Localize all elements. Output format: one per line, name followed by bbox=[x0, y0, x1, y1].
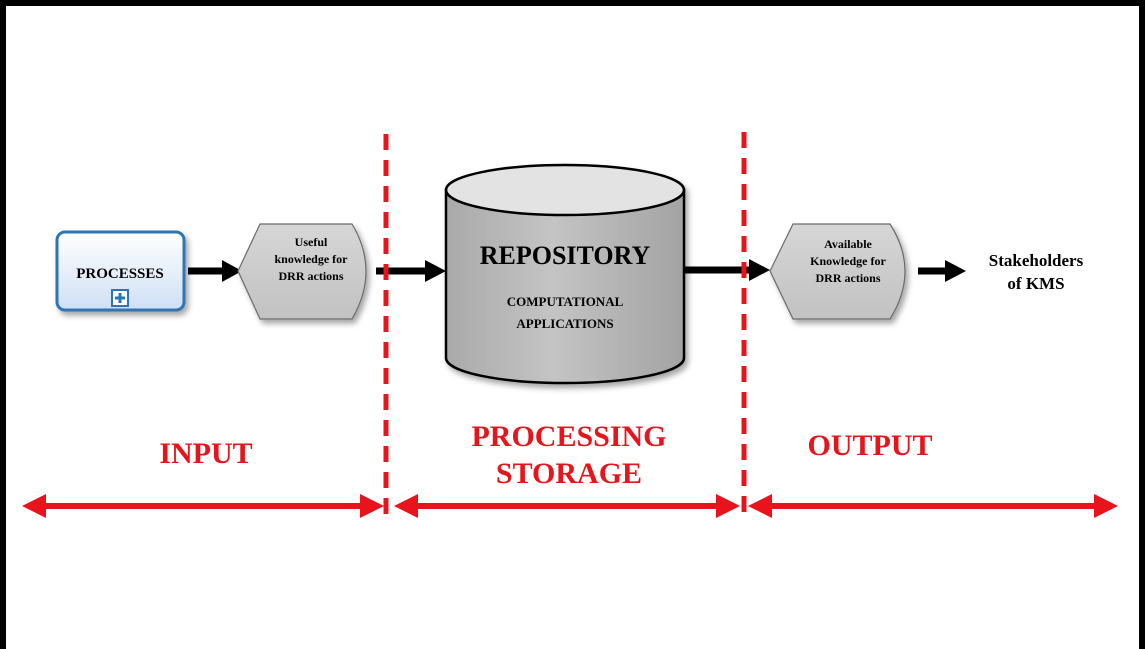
output-span-arrow bbox=[748, 494, 1118, 518]
useful-knowledge-shape bbox=[237, 223, 367, 320]
phase-input-label: INPUT bbox=[159, 437, 252, 470]
phase-processing-label-2: STORAGE bbox=[496, 457, 642, 490]
processing-span-arrow bbox=[394, 494, 740, 518]
stakeholders-line-2: of KMS bbox=[1007, 274, 1064, 293]
processes-label: PROCESSES bbox=[76, 266, 164, 282]
flow-arrow-1 bbox=[188, 260, 242, 282]
flow-arrow-4 bbox=[918, 260, 966, 282]
input-span-arrow bbox=[22, 494, 384, 518]
phase-processing-label-1: PROCESSING bbox=[471, 420, 666, 453]
flow-arrow-3 bbox=[684, 259, 770, 281]
useful-knowledge-line-2: knowledge for bbox=[275, 252, 349, 266]
useful-knowledge-line-1: Useful bbox=[295, 235, 328, 249]
processes-box bbox=[55, 230, 186, 312]
available-knowledge-line-1: Available bbox=[824, 237, 872, 251]
plus-square-icon bbox=[111, 289, 129, 307]
available-knowledge-shape bbox=[769, 223, 906, 320]
available-knowledge-line-2: Knowledge for bbox=[810, 254, 886, 268]
useful-knowledge-line-3: DRR actions bbox=[279, 269, 344, 283]
repository-subtitle-line-1: COMPUTATIONAL bbox=[507, 294, 624, 309]
repository-subtitle-line-2: APPLICATIONS bbox=[516, 316, 613, 331]
repository-title: REPOSITORY bbox=[480, 241, 651, 270]
available-knowledge-line-3: DRR actions bbox=[816, 271, 881, 285]
phase-output-label: OUTPUT bbox=[807, 429, 932, 462]
repository-cylinder bbox=[444, 163, 686, 385]
stakeholders-line-1: Stakeholders bbox=[989, 251, 1084, 270]
